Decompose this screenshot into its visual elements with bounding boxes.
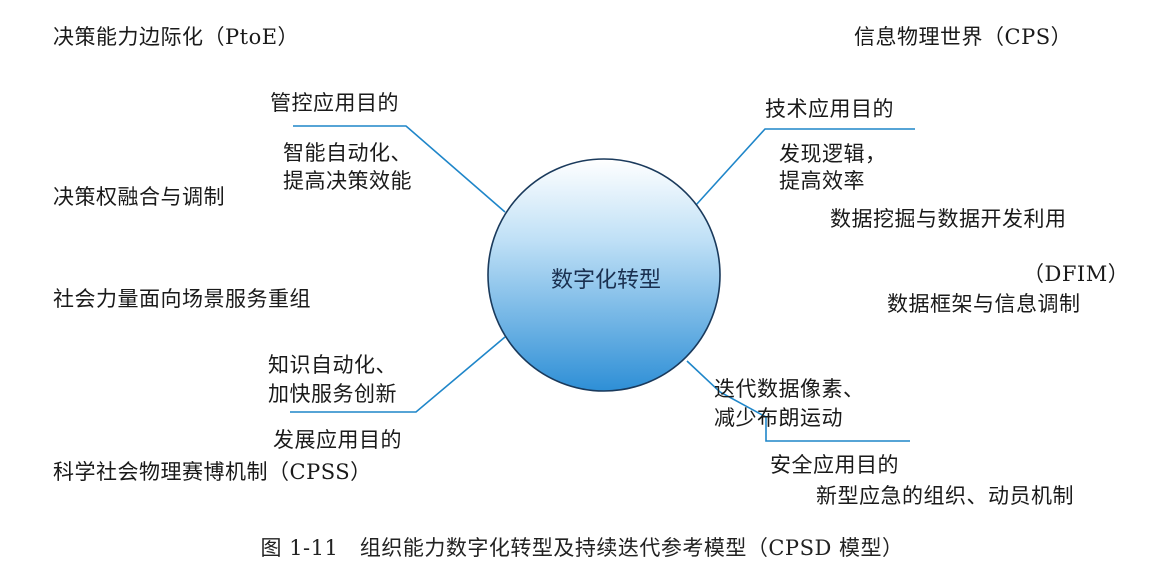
middle-right-sub-item: 数据框架与信息调制: [887, 292, 1081, 316]
bottom-left-branch-title: 发展应用目的: [273, 428, 402, 452]
bottom-right-branch-detail-1: 迭代数据像素、: [714, 377, 865, 401]
center-circle: [487, 158, 721, 392]
top-right-branch-detail-2: 提高效率: [779, 169, 865, 193]
top-right-sub-item: 数据挖掘与数据开发利用: [830, 207, 1067, 231]
top-right-branch-title: 技术应用目的: [765, 97, 894, 121]
connector-top-left: [293, 125, 506, 213]
top-right-branch-detail-1: 发现逻辑，: [779, 142, 887, 166]
bottom-left-corner-title: 科学社会物理赛博机制（CPSS）: [53, 460, 372, 484]
bottom-right-branch-detail-2: 减少布朗运动: [714, 406, 843, 430]
top-left-branch-detail-2: 提高决策效能: [283, 169, 412, 193]
top-left-corner-title: 决策能力边际化（PtoE）: [53, 25, 300, 49]
connector-bottom-right: [686, 360, 910, 442]
bottom-right-sub-item: 新型应急的组织、动员机制: [816, 484, 1074, 508]
connector-bottom-left: [290, 336, 506, 413]
top-left-branch-detail-1: 智能自动化、: [283, 141, 412, 165]
bottom-left-branch-detail-1: 知识自动化、: [268, 353, 397, 377]
top-right-corner-title: 信息物理世界（CPS）: [854, 25, 1073, 49]
connector-top-right: [695, 128, 915, 206]
center-label: 数字化转型: [550, 268, 661, 293]
figure-caption: 图 1-11 组织能力数字化转型及持续迭代参考模型（CPSD 模型）: [260, 536, 904, 560]
bottom-right-branch-title: 安全应用目的: [770, 453, 899, 477]
middle-right-corner-title: （DFIM）: [1023, 262, 1130, 286]
bottom-left-sub-item: 社会力量面向场景服务重组: [53, 287, 311, 311]
top-left-branch-title: 管控应用目的: [270, 91, 399, 115]
top-left-sub-item: 决策权融合与调制: [53, 185, 225, 209]
bottom-left-branch-detail-2: 加快服务创新: [268, 382, 397, 406]
